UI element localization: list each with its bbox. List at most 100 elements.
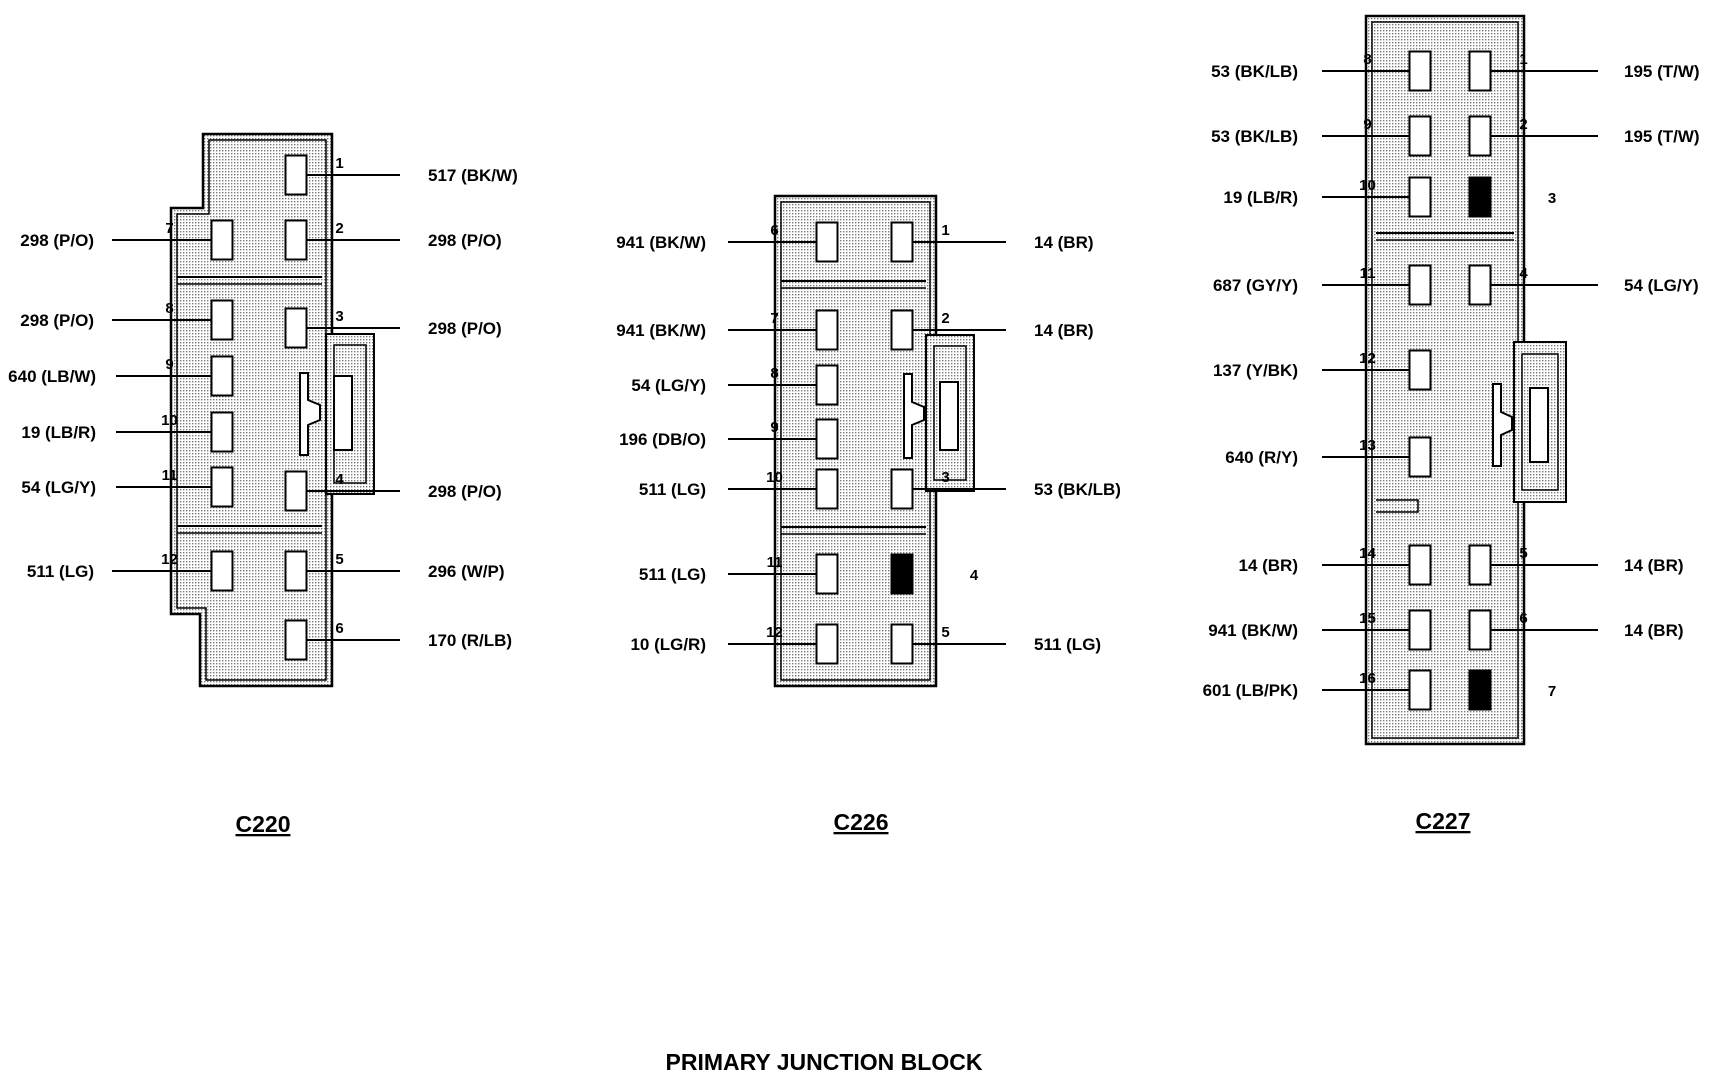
terminal-cavity [815, 418, 839, 460]
pin-c227-15: 15 941 (BK/W) [1208, 609, 1432, 651]
terminal-cavity [284, 219, 308, 261]
pin-number: 3 [335, 308, 343, 325]
c227-latch-tab [1492, 383, 1513, 467]
wire-label: 298 (P/O) [428, 231, 502, 250]
wire-label: 941 (BK/W) [1208, 621, 1298, 640]
connector-c220 [169, 132, 375, 688]
terminal-cavity [1468, 264, 1492, 306]
connector-title: C226 [834, 809, 889, 835]
plugged-cavity [1468, 669, 1492, 711]
wire-label: 687 (GY/Y) [1213, 276, 1298, 295]
connector-c226 [773, 194, 975, 688]
pin-number: 5 [1519, 545, 1527, 562]
terminal-cavity [1468, 609, 1492, 651]
terminal-cavity [1408, 50, 1432, 92]
pin-number: 11 [1360, 265, 1376, 282]
pin-number: 5 [335, 551, 343, 568]
c220-housing-inner [176, 139, 327, 681]
pin-c226-1: 114 (BR) [890, 221, 1094, 263]
wire-label: 10 (LG/R) [630, 635, 706, 654]
pin-number: 16 [1359, 670, 1376, 687]
c227-step [1376, 499, 1419, 513]
terminal-cavity [815, 309, 839, 351]
wire-label: 195 (T/W) [1624, 62, 1700, 81]
wire-label: 298 (P/O) [428, 319, 502, 338]
pin-number: 11 [162, 467, 178, 484]
pin-number: 10 [161, 412, 178, 429]
wire-label: 640 (LB/W) [8, 367, 96, 386]
c226-latch-slot [939, 381, 959, 451]
pin-number: 15 [1359, 610, 1376, 627]
pin-number: 6 [1519, 610, 1527, 627]
pin-number: 7 [770, 310, 778, 327]
terminal-cavity [815, 364, 839, 406]
terminal-cavity [1408, 669, 1432, 711]
terminal-cavity [1468, 115, 1492, 157]
terminal-cavity [890, 309, 914, 351]
pin-c227-7: 7 [1468, 669, 1556, 711]
plugged-cavity [1468, 176, 1492, 218]
wire-label: 19 (LB/R) [1223, 188, 1298, 207]
wire-label: 298 (P/O) [20, 231, 94, 250]
pin-c226-8: 854 (LG/Y) [631, 364, 839, 406]
pin-number: 8 [770, 365, 778, 382]
pin-c227-11: 11 687 (GY/Y) [1213, 264, 1432, 306]
wire-label: 298 (P/O) [20, 311, 94, 330]
wire-label: 53 (BK/LB) [1211, 127, 1298, 146]
pin-number: 3 [1548, 190, 1556, 207]
pin-c220-2: 2 298 (P/O) [284, 219, 502, 261]
pin-number: 14 [1359, 545, 1376, 562]
terminal-cavity [210, 355, 234, 397]
wire-label: 14 (BR) [1624, 621, 1684, 640]
wire-label: 640 (R/Y) [1225, 448, 1298, 467]
wire-label: 14 (BR) [1034, 233, 1094, 252]
c220-housing [169, 132, 334, 688]
wire-label: 517 (BK/W) [428, 166, 518, 185]
wire-label: 14 (BR) [1624, 556, 1684, 575]
c227-latch-inner [1521, 353, 1559, 491]
terminal-cavity [815, 553, 839, 595]
pin-c220-9: 9 640 (LB/W) [8, 355, 234, 397]
c220-latch-tab [299, 372, 321, 456]
terminal-cavity [890, 468, 914, 510]
pin-number: 7 [1548, 683, 1556, 700]
terminal-cavity [210, 219, 234, 261]
pin-c226-4: 4 [890, 553, 979, 595]
pin-number: 3 [941, 469, 949, 486]
pin-c227-6: 6 14 (BR) [1468, 609, 1684, 651]
terminal-cavity [1468, 544, 1492, 586]
wire-label: 54 (LG/Y) [1624, 276, 1699, 295]
c226-latch-tab [903, 373, 925, 459]
c227-housing [1364, 14, 1526, 746]
terminal-cavity [1468, 50, 1492, 92]
pin-number: 2 [335, 220, 343, 237]
connector-c227 [1364, 14, 1567, 746]
wire-label: 14 (BR) [1034, 321, 1094, 340]
terminal-cavity [210, 550, 234, 592]
wire-label: 601 (LB/PK) [1203, 681, 1298, 700]
terminal-cavity [815, 623, 839, 665]
pin-number: 6 [335, 620, 343, 637]
wire-label: 941 (BK/W) [616, 321, 706, 340]
pin-number: 12 [766, 624, 783, 641]
terminal-cavity [815, 468, 839, 510]
c226-latch-inner [933, 345, 967, 481]
pin-number: 11 [767, 554, 783, 571]
pin-number: 2 [941, 310, 949, 327]
terminal-cavity [284, 470, 308, 512]
pin-number: 9 [165, 356, 173, 373]
